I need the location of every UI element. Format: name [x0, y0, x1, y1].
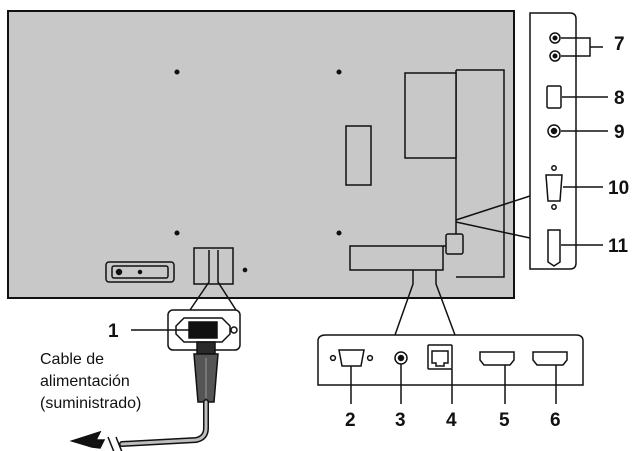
ac-inlet-inset — [167, 309, 241, 351]
mount-hole — [174, 230, 180, 236]
callout-7: 7 — [614, 34, 625, 55]
terminal-11-hdmi-port — [547, 229, 561, 267]
power-direction-arrow — [69, 430, 106, 449]
terminal-cover — [349, 245, 444, 271]
mount-hole — [174, 69, 180, 75]
terminal-8-usb-port — [546, 85, 562, 109]
cable-caption: Cable de alimentación (suministrado) — [40, 351, 141, 412]
mount-hole — [336, 230, 342, 236]
callout-2: 2 — [345, 410, 356, 431]
terminal-2-dsub-port — [338, 349, 365, 367]
side-leader-lines — [561, 37, 608, 246]
callout-10: 10 — [608, 178, 629, 199]
ac-inlet-zoom-lines — [189, 250, 237, 311]
callout-5: 5 — [499, 410, 510, 431]
bottom-terminal-zoom-lines — [394, 270, 456, 336]
side-inset-frame — [529, 12, 577, 270]
terminal-6-hdmi-port — [532, 351, 568, 366]
rear-latch — [445, 233, 464, 255]
ac-inlet-socket-inner — [188, 321, 218, 339]
monitor-rear-panel — [7, 10, 515, 299]
terminal-10-dsub-port — [545, 174, 563, 202]
callout-3: 3 — [395, 410, 406, 431]
power-plug-neck — [196, 341, 216, 355]
bottom-terminal-inset — [317, 334, 584, 386]
ac-inlet-screw — [230, 326, 238, 334]
power-cord-cable-inner — [120, 400, 208, 446]
callout-11: 11 — [608, 236, 629, 257]
vent-slot — [345, 125, 372, 186]
side-terminal-zoom-lines — [455, 195, 531, 239]
terminal-7-jack-b-center — [552, 53, 558, 59]
power-cord-break — [107, 436, 123, 451]
callout-9: 9 — [614, 122, 625, 143]
terminal-9-audio-jack-center — [550, 127, 558, 135]
callout-8: 8 — [614, 88, 625, 109]
ac-inlet-dot — [242, 267, 248, 273]
rear-handle-inner — [111, 265, 169, 279]
ac-inlet-cutout — [193, 247, 234, 285]
side-callouts: 7 8 9 10 11 — [608, 34, 629, 257]
cable-caption-line-2: alimentación — [40, 373, 130, 390]
terminal-4-lan-socket — [431, 350, 449, 367]
cable-caption-line-1: Cable de — [40, 351, 104, 368]
callout-4: 4 — [446, 410, 457, 431]
terminal-5-hdmi-port — [479, 351, 515, 366]
terminal-2-screw-right — [366, 354, 374, 362]
terminal-10-screw-top — [551, 165, 557, 171]
mount-hole — [336, 69, 342, 75]
bottom-callouts: 2 3 4 5 6 — [345, 410, 561, 431]
terminal-2-screw-left — [329, 354, 337, 362]
terminal-3-audio-jack-center — [397, 354, 405, 362]
power-cord — [69, 341, 219, 451]
cable-caption-line-3: (suministrado) — [40, 395, 141, 412]
callout-6: 6 — [550, 410, 561, 431]
callout-1: 1 — [108, 321, 119, 342]
rear-cover-upper — [404, 72, 457, 159]
rear-handle-screw — [115, 268, 123, 276]
terminal-10-screw-bottom — [551, 204, 557, 210]
bottom-leader-lines — [350, 364, 557, 404]
terminal-7-jack-a-center — [552, 35, 558, 41]
side-terminal-inset — [529, 12, 577, 270]
rear-handle-dot — [137, 269, 143, 275]
